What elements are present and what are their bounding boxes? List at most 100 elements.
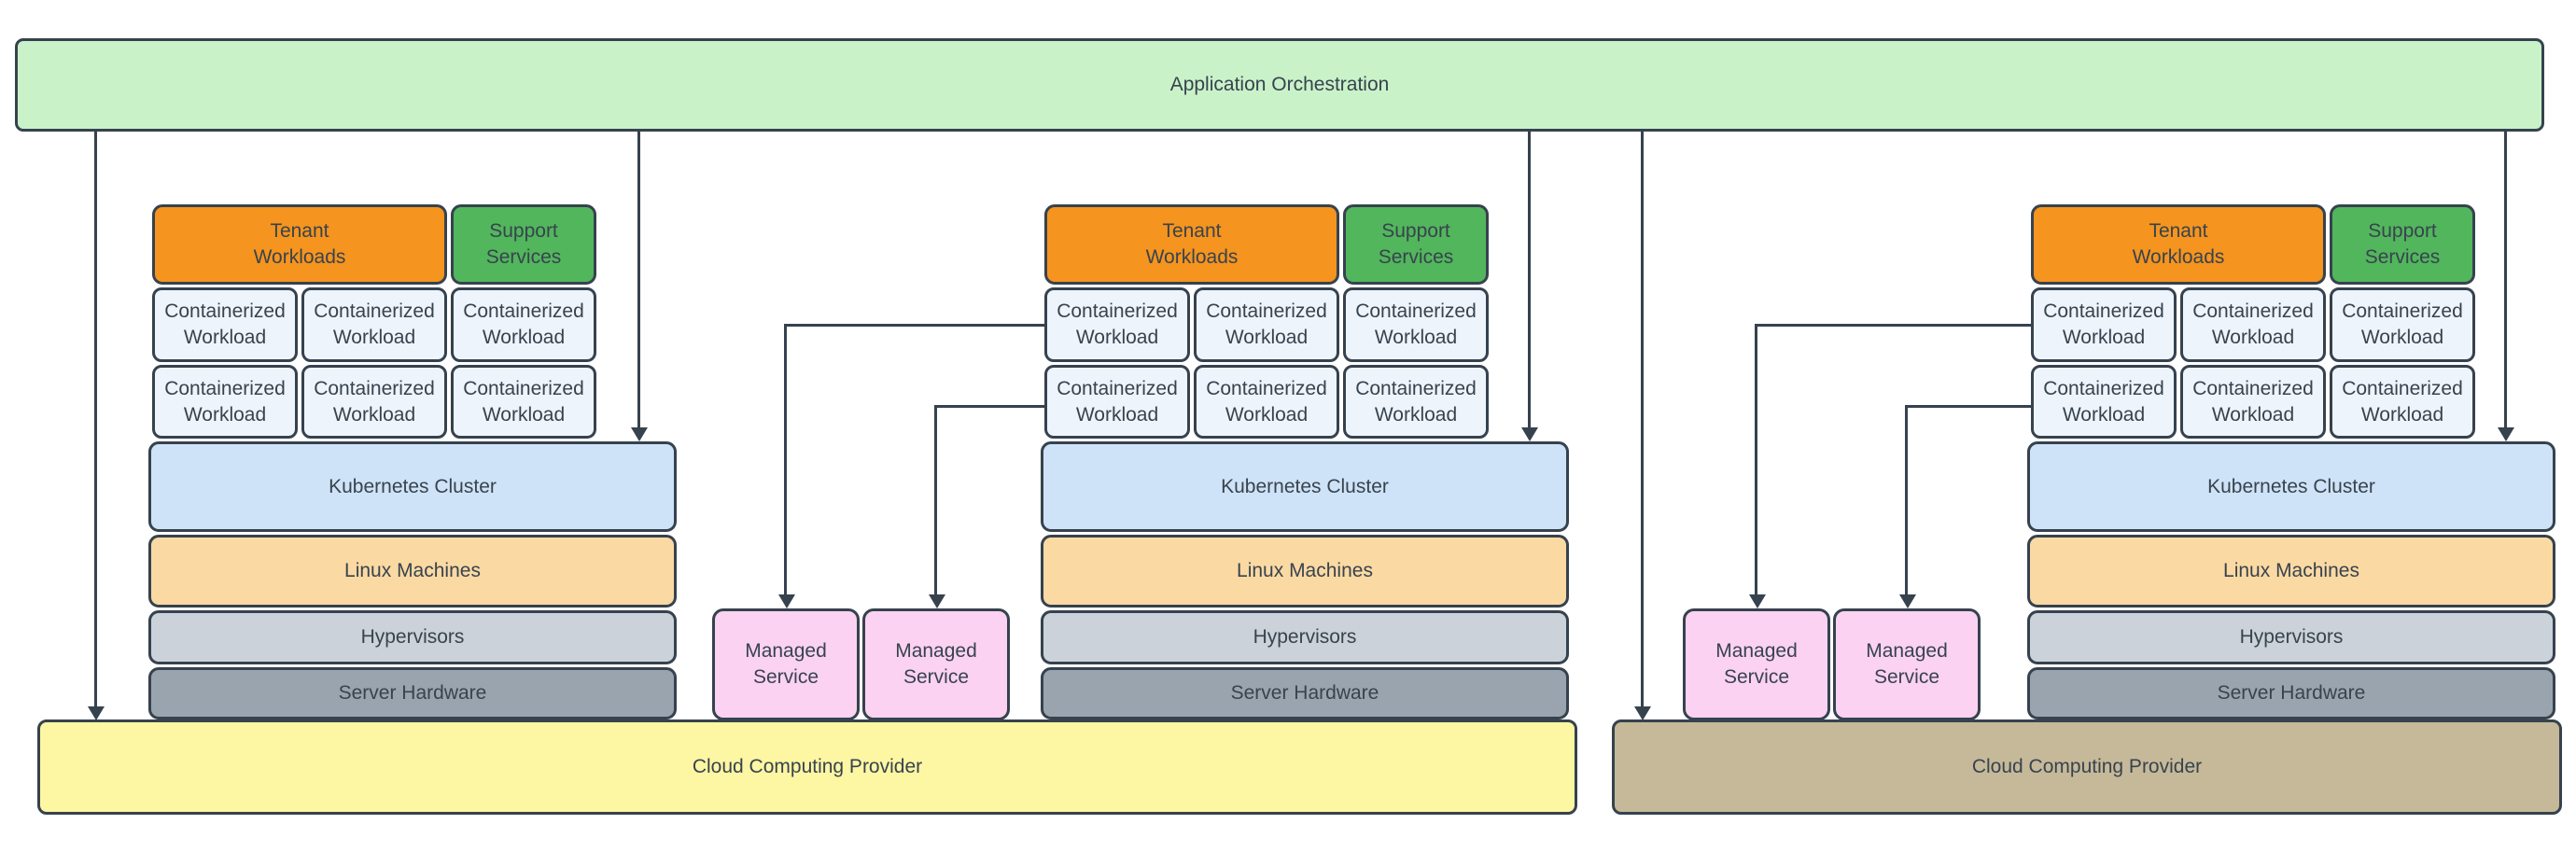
containerized-workload-label: Containerized Workload [164,377,286,426]
arrow-workload-to-managed-4 [1905,405,1908,595]
containerized-workload-label: Containerized Workload [1355,300,1477,348]
cloud-provider-box-2: Cloud Computing Provider [1612,719,2562,815]
tenant-workloads-box: Tenant Workloads [152,204,447,285]
arrowhead-down-icon [1899,594,1916,608]
managed-service-label: Managed Service [1715,640,1798,688]
server-hardware-box: Server Hardware [1041,667,1569,719]
linux-machines-box: Linux Machines [1041,535,1569,608]
linux-machines-label: Linux Machines [2223,560,2359,581]
support-services-label: Support Services [1378,220,1454,268]
hypervisors-box: Hypervisors [2027,610,2555,664]
containerized-workload-box: Containerized Workload [1044,287,1190,362]
containerized-workload-label: Containerized Workload [1206,377,1327,426]
kubernetes-stack-1: Tenant Workloads Support Services Contai… [148,204,677,719]
managed-service-box: Managed Service [862,608,1010,720]
containerized-workload-box: Containerized Workload [301,287,447,362]
kubernetes-cluster-label: Kubernetes Cluster [1221,475,1389,497]
containerized-workload-label: Containerized Workload [2192,300,2314,348]
arrow-workload-to-managed-3 [1755,324,2031,327]
containerized-workload-box: Containerized Workload [2031,287,2177,362]
arrow-workload-to-managed-2 [934,405,937,595]
hypervisors-label: Hypervisors [2239,626,2344,648]
containerized-workload-label: Containerized Workload [463,300,584,348]
arrowhead-down-icon [1521,427,1538,441]
containerized-workload-box: Containerized Workload [1044,365,1190,439]
containerized-workload-box: Containerized Workload [1194,287,1339,362]
managed-service-box: Managed Service [1833,608,1981,720]
tenant-workloads-box: Tenant Workloads [2031,204,2326,285]
arrow-workload-to-managed-3 [1755,324,1757,595]
server-hardware-box: Server Hardware [2027,667,2555,719]
containerized-workload-box: Containerized Workload [451,287,596,362]
linux-machines-box: Linux Machines [2027,535,2555,608]
cloud-provider-box-1: Cloud Computing Provider [37,719,1577,815]
kubernetes-stack-3: Tenant Workloads Support Services Contai… [2027,204,2555,719]
containerized-workload-label: Containerized Workload [1057,300,1178,348]
arrowhead-down-icon [929,594,945,608]
containerized-workload-label: Containerized Workload [164,300,286,348]
kubernetes-stack-2: Tenant Workloads Support Services Contai… [1041,204,1569,719]
containerized-workload-box: Containerized Workload [2031,365,2177,439]
kubernetes-cluster-box: Kubernetes Cluster [2027,441,2555,532]
support-services-box: Support Services [1343,204,1489,285]
arrowhead-down-icon [1749,594,1766,608]
containerized-workload-box: Containerized Workload [152,287,298,362]
cloud-provider-label: Cloud Computing Provider [1971,756,2203,777]
support-services-label: Support Services [2364,220,2441,268]
arrowhead-down-icon [2498,427,2514,441]
containerized-workload-box: Containerized Workload [152,365,298,439]
support-services-box: Support Services [451,204,596,285]
containerized-workload-box: Containerized Workload [301,365,447,439]
linux-machines-box: Linux Machines [148,535,677,608]
arrow-banner-to-provider1 [94,132,97,707]
tenant-workloads-label: Tenant Workloads [1145,220,1239,268]
server-hardware-label: Server Hardware [1230,682,1379,704]
containerized-workload-box: Containerized Workload [1194,365,1339,439]
containerized-workload-label: Containerized Workload [2192,377,2314,426]
hypervisors-box: Hypervisors [1041,610,1569,664]
hypervisors-label: Hypervisors [360,626,465,648]
kubernetes-cluster-label: Kubernetes Cluster [329,475,497,497]
arrow-banner-to-provider2 [1641,132,1644,707]
server-hardware-box: Server Hardware [148,667,677,719]
linux-machines-label: Linux Machines [1237,560,1373,581]
cloud-provider-label: Cloud Computing Provider [692,756,923,777]
managed-service-label: Managed Service [895,640,977,688]
tenant-workloads-label: Tenant Workloads [2132,220,2225,268]
containerized-workload-box: Containerized Workload [2180,365,2326,439]
tenant-workloads-box: Tenant Workloads [1044,204,1339,285]
arrow-banner-to-cluster2 [1528,132,1531,428]
containerized-workload-label: Containerized Workload [1057,377,1178,426]
support-services-label: Support Services [485,220,562,268]
containerized-workload-label: Containerized Workload [2043,300,2164,348]
arrowhead-down-icon [778,594,795,608]
arrow-banner-to-cluster1 [637,132,640,428]
managed-service-label: Managed Service [745,640,827,688]
containerized-workload-label: Containerized Workload [1206,300,1327,348]
arrowhead-down-icon [88,706,105,720]
arrow-workload-to-managed-4 [1905,405,2031,408]
containerized-workload-box: Containerized Workload [1343,287,1489,362]
containerized-workload-box: Containerized Workload [2330,287,2475,362]
containerized-workload-label: Containerized Workload [2342,377,2463,426]
application-orchestration-label: Application Orchestration [1169,74,1390,95]
managed-service-box: Managed Service [712,608,860,720]
containerized-workload-label: Containerized Workload [314,300,435,348]
arrow-banner-to-cluster3 [2504,132,2507,428]
server-hardware-label: Server Hardware [2217,682,2366,704]
tenant-workloads-label: Tenant Workloads [253,220,346,268]
hypervisors-label: Hypervisors [1253,626,1357,648]
containerized-workload-box: Containerized Workload [451,365,596,439]
containerized-workload-label: Containerized Workload [463,377,584,426]
arrowhead-down-icon [631,427,648,441]
application-orchestration-box: Application Orchestration [15,38,2544,132]
containerized-workload-box: Containerized Workload [2180,287,2326,362]
managed-service-label: Managed Service [1866,640,1948,688]
arrow-workload-to-managed-1 [784,324,1044,327]
containerized-workload-box: Containerized Workload [1343,365,1489,439]
support-services-box: Support Services [2330,204,2475,285]
managed-service-box: Managed Service [1683,608,1830,720]
arrow-workload-to-managed-1 [784,324,787,595]
containerized-workload-label: Containerized Workload [2342,300,2463,348]
